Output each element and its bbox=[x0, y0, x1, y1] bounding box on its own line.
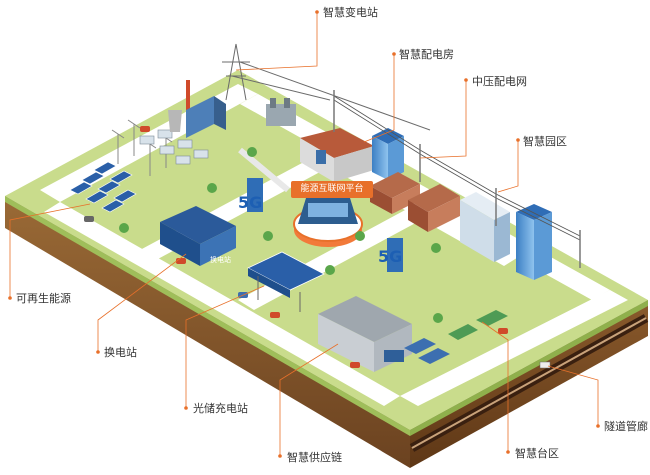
swap-station-building: 换电站 bbox=[160, 206, 236, 266]
substation-pylon bbox=[222, 43, 431, 131]
trees bbox=[119, 147, 443, 323]
callout-tunnel: 隧道管廊 bbox=[604, 420, 648, 433]
callout-power-room: 智慧配电房 bbox=[399, 48, 454, 61]
5g-label-left: 5G bbox=[238, 193, 262, 212]
battery-containers bbox=[139, 129, 209, 165]
leader-dots bbox=[8, 10, 600, 458]
trucks bbox=[404, 338, 450, 364]
grass-rim-left bbox=[5, 196, 410, 436]
platform-badge: 能源互联网平台 bbox=[291, 181, 373, 198]
callout-transformer-area: 智慧台区 bbox=[515, 447, 559, 460]
warehouse-building bbox=[318, 296, 412, 372]
callout-park: 智慧园区 bbox=[523, 135, 567, 148]
5g-label-right: 5G bbox=[378, 247, 402, 266]
utility-tunnel bbox=[409, 314, 649, 452]
platform-hub bbox=[238, 147, 363, 247]
5g-tower-left: 5G bbox=[238, 178, 263, 212]
5g-tower-right: 5G bbox=[378, 238, 403, 272]
power-plant bbox=[168, 80, 226, 138]
grass-rim-right bbox=[410, 300, 648, 436]
callout-substation: 智慧变电站 bbox=[323, 6, 378, 19]
swap-station-sign: 换电站 bbox=[210, 255, 231, 264]
callout-renewable: 可再生能源 bbox=[16, 292, 71, 305]
callout-mv-grid: 中压配电网 bbox=[472, 75, 527, 88]
power-room-building bbox=[300, 128, 374, 182]
leader-lines bbox=[9, 12, 599, 456]
pv-charging-canopy bbox=[247, 251, 325, 312]
callout-swap-station: 换电站 bbox=[104, 346, 137, 359]
transformer-cabinets bbox=[448, 310, 508, 340]
distribution-lines bbox=[333, 90, 581, 268]
cars bbox=[84, 126, 508, 368]
brick-buildings bbox=[370, 172, 460, 232]
callout-pv-storage-charging: 光储充电站 bbox=[193, 402, 248, 415]
soil-left-face bbox=[5, 196, 410, 468]
solar-field bbox=[69, 161, 137, 213]
callout-supply-chain: 智慧供应链 bbox=[287, 451, 342, 464]
park-towers bbox=[372, 128, 552, 280]
transformer-yard bbox=[266, 98, 296, 126]
